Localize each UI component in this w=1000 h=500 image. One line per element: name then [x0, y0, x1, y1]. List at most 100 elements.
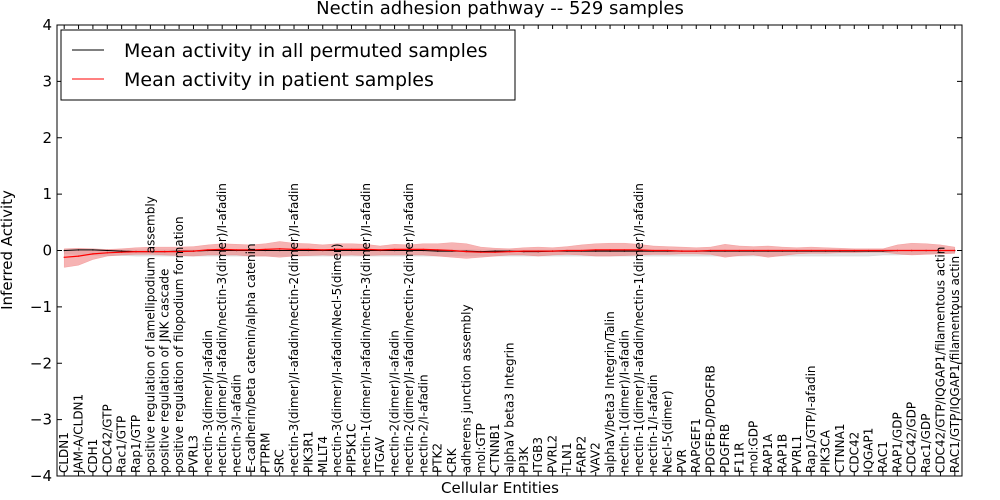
data-point-permuted — [336, 249, 338, 252]
data-point-patient — [293, 248, 295, 251]
data-point-patient — [824, 249, 827, 252]
data-point-patient — [92, 253, 94, 255]
x-tick-label: VAV2 — [589, 442, 603, 473]
data-point-patient — [954, 249, 956, 252]
data-point-patient — [350, 248, 353, 251]
data-point-patient — [264, 248, 267, 251]
x-tick-label: JAM-A/CLDN1 — [72, 394, 86, 474]
data-point-patient — [393, 248, 396, 251]
x-tick-label: PVRL1 — [790, 435, 804, 473]
data-point-permuted — [120, 250, 123, 252]
x-tick-label: PTPRM — [258, 433, 272, 474]
data-point-permuted — [494, 250, 496, 252]
x-tick-label: PVR — [675, 449, 689, 473]
x-tick-label: PIP5K1C — [345, 423, 359, 473]
data-point-patient — [796, 249, 798, 252]
data-point-patient — [594, 249, 597, 251]
data-point-patient — [494, 251, 496, 253]
x-tick-label: alphaV/beta3 Integrin/Talin — [603, 311, 617, 473]
data-point-patient — [422, 248, 425, 251]
x-tick-label: CDC42 — [847, 432, 861, 473]
x-tick-label: CDH1 — [86, 439, 100, 473]
data-point-permuted — [609, 250, 611, 252]
data-point-patient — [853, 249, 856, 252]
x-tick-label: nectin-3(dimer)/I-afadin — [201, 330, 215, 473]
x-tick-label: CTNNB1 — [488, 423, 502, 473]
data-point-patient — [896, 249, 899, 252]
x-tick-label: nectin-2(dimer)/I-afadin/nectin-2(dimer)… — [402, 183, 416, 473]
x-axis-label: Cellular Entities — [441, 479, 559, 497]
y-axis-label: Inferred Activity — [0, 190, 16, 310]
data-point-patient — [149, 250, 152, 253]
data-point-patient — [178, 250, 180, 253]
legend-label-patient: Mean activity in patient samples — [124, 69, 434, 91]
x-tick-label: CDC42/GTP/IQGAP1/filamentous actin — [934, 247, 948, 473]
x-tick-label: RAP1B — [775, 434, 789, 473]
data-point-patient — [235, 249, 238, 251]
x-tick-label: RAC1/GTP/IQGAP1/filamentous actin — [948, 256, 962, 473]
data-point-permuted — [422, 249, 425, 252]
data-point-patient — [939, 249, 942, 252]
data-point-patient — [910, 249, 913, 252]
x-tick-label: CRK — [445, 447, 459, 473]
x-tick-label: nectin-3(dimer)/I-afadin/nectin-2(dimer)… — [287, 183, 301, 473]
data-point-permuted — [77, 249, 80, 251]
data-point-permuted — [278, 249, 281, 252]
data-point-permuted — [408, 249, 410, 252]
data-point-patient — [681, 250, 683, 252]
data-point-permuted — [436, 250, 439, 252]
x-tick-label: CDC42/GTP — [100, 404, 114, 473]
y-tick-label: 2 — [42, 129, 52, 147]
x-tick-label: Rap1/GTP/I-afadin — [804, 365, 818, 473]
x-tick-label: RAP1/GDP — [890, 412, 904, 473]
x-tick-label: TLN1 — [560, 442, 574, 474]
data-point-permuted — [106, 249, 109, 252]
data-point-patient — [508, 250, 511, 253]
y-tick-label: 4 — [42, 16, 52, 34]
data-point-permuted — [63, 249, 65, 252]
data-point-permuted — [365, 249, 367, 252]
x-tick-label: FARP2 — [574, 436, 588, 473]
data-point-patient — [63, 256, 65, 259]
y-tick-label: 3 — [42, 72, 52, 90]
y-tick-label: 1 — [42, 185, 52, 203]
x-tick-label: alphaV beta3 Integrin — [503, 342, 517, 473]
data-point-patient — [867, 249, 870, 252]
data-point-patient — [480, 251, 482, 253]
data-point-patient — [752, 249, 755, 252]
data-point-permuted — [638, 250, 640, 252]
data-point-permuted — [623, 250, 626, 252]
x-tick-label: ITGAV — [373, 436, 387, 473]
x-tick-label: CTNNA1 — [833, 423, 847, 473]
patient-band — [63, 241, 956, 268]
chart-title: Nectin adhesion pathway -- 529 samples — [316, 0, 684, 19]
data-point-patient — [278, 248, 281, 250]
data-point-permuted — [293, 249, 295, 252]
x-tick-label: ITGB3 — [531, 437, 545, 473]
data-point-patient — [810, 249, 812, 252]
x-tick-label: nectin-2/I-afadin — [416, 374, 430, 473]
data-point-patient — [709, 249, 712, 252]
data-point-patient — [120, 251, 123, 253]
x-tick-label: nectin-1/I-afadin — [646, 374, 660, 473]
data-point-patient — [781, 249, 784, 252]
x-tick-label: positive regulation of lamellipodium ass… — [143, 196, 157, 473]
data-point-patient — [566, 249, 568, 252]
data-point-patient — [523, 250, 525, 252]
x-tick-label: nectin-3/I-afadin — [230, 374, 244, 473]
data-point-patient — [322, 249, 324, 251]
x-tick-label: positive regulation of JNK cascade — [158, 269, 172, 473]
x-tick-label: mol:GDP — [747, 421, 761, 473]
data-point-patient — [77, 255, 80, 257]
plot-area — [63, 241, 956, 268]
data-point-permuted — [350, 249, 353, 252]
data-point-patient — [451, 249, 453, 252]
y-tick-label: 0 — [42, 242, 52, 260]
data-point-patient — [724, 249, 726, 252]
data-point-permuted — [264, 249, 267, 252]
x-tick-label: nectin-3(dimer)/I-afadin/Necl-5(dimer) — [330, 243, 344, 473]
data-point-patient — [652, 249, 654, 252]
x-tick-label: PTK2 — [431, 443, 445, 473]
